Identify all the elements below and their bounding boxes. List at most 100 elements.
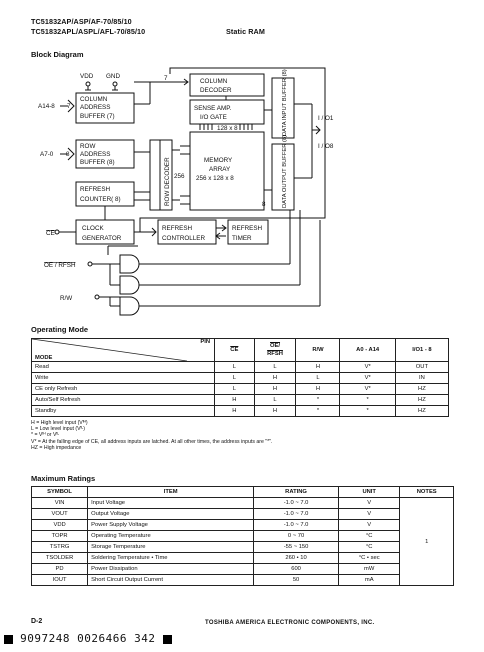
rating-cell: -1.0 ~ 7.0 [253,497,340,509]
io-cell: OUT [394,361,450,373]
bus-8-row: 8 [66,151,70,158]
symbol-cell: VDD [30,519,89,531]
operating-mode-title: Operating Mode [31,325,89,334]
bus-7-top: 7 [164,75,168,82]
rating-cell: -1.0 ~ 7.0 [253,519,340,531]
item-cell: Output Voltage [87,508,255,520]
refresh-timer-line-1: REFRESH [232,225,263,232]
note-l: L = Low level input (Vᴵᴸ) [31,426,85,433]
operating-mode-notes: H = High level input (Vᴵᴴ) L = Low level… [31,420,461,451]
table-row: Standby H H * * HZ [30,405,450,417]
rw-label: R/W [60,295,72,302]
a7-0-label: A7-0 [40,151,54,158]
item-cell: Storage Temperature [87,541,255,553]
row-decoder-label: ROW DECODER [164,157,171,206]
col-ce: CE [214,338,255,362]
item-cell: Input Voltage [87,497,255,509]
col-addr-line-2: ADDRESS [80,104,110,111]
mode-pin-corner: PIN MODE [30,338,216,362]
table-row: PD Power Dissipation 600 mW [30,563,454,575]
block-diagram-title: Block Diagram [31,50,84,59]
symbol-cell: VIN [30,497,89,509]
barcode-block-right [162,634,172,644]
addr-cell: V* [339,372,396,384]
io-cell: IN [394,372,450,384]
io-cell: HZ [394,383,450,395]
rw-cell: * [295,405,341,417]
item-cell: Operating Temperature [87,530,255,542]
ce-label: CE [46,230,55,237]
addr-cell: V* [339,383,396,395]
io8-label: I / O8 [318,143,334,150]
rw-cell: * [295,394,341,406]
row-addr-line-2: ADDRESS [80,151,110,158]
table-row: Read L L H V* OUT [30,361,450,373]
symbol-cell: TOPR [30,530,89,542]
io-cell: HZ [394,405,450,417]
row-addr-line-3: BUFFER (8) [80,159,115,166]
table-row: Auto/Self Refresh H L * * HZ [30,394,450,406]
note-h: H = High level input (Vᴵᴴ) [31,420,88,426]
table-row: CE only Refresh L H H V* HZ [30,383,450,395]
col-decoder-line-2: DECODER [200,87,232,94]
symbol-cell: VOUT [30,508,89,520]
memory-line-2: ARRAY [209,166,231,173]
unit-cell: °C • sec [338,552,401,564]
rw-cell: H [295,383,341,395]
operating-mode-table: PIN MODE CE OE/ RFSH R/W A0 - A14 I/O1 -… [30,338,450,417]
corner-mode: MODE [35,355,53,361]
barcode-block-left [4,634,13,644]
unit-cell: °C [338,541,401,553]
note-hz: HZ = High impedance [31,444,82,451]
hdr-unit: UNIT [338,486,401,498]
table-row: VIN Input Voltage -1.0 ~ 7.0 V 1 [30,497,454,586]
depth-256: 256 [174,173,185,180]
clock-gen-line-2: GENERATOR [82,235,122,242]
page-number: D-2 [31,618,43,625]
symbol-cell: TSTRG [30,541,89,553]
a14-8-label: A14-8 [38,103,55,110]
width-128x8: 128 x 8 [217,125,238,132]
addr-cell: V* [339,361,396,373]
refresh-ctrl-line-1: REFRESH [162,225,193,232]
max-ratings-title: Maximum Ratings [31,474,96,483]
mode-cell: Auto/Self Refresh [30,394,216,406]
part-number-line-2: TC51832APL/ASPL/AFL-70/85/10 [31,27,146,36]
unit-cell: mW [338,563,401,575]
ce-cell: L [214,383,255,395]
table-row: VOUT Output Voltage -1.0 ~ 7.0 V [30,508,454,520]
rating-cell: -1.0 ~ 7.0 [253,508,340,520]
hdr-symbol: SYMBOL [30,486,89,498]
row-addr-line-1: ROW [80,143,95,150]
oe-cell: H [253,372,297,384]
rating-cell: 260 • 10 [253,552,340,564]
refresh-timer-line-2: TIMER [232,235,252,242]
company-name: TOSHIBA AMERICA ELECTRONIC COMPONENTS, I… [205,620,375,626]
gnd-label: GND [106,73,120,80]
table-row: TSOLDER Soldering Temperature • Time 260… [30,552,454,564]
rating-cell: -55 ~ 150 [253,541,340,553]
mode-cell: Standby [30,405,216,417]
ce-cell: H [214,405,255,417]
table-row: IOUT Short Circuit Output Current 50 mA [30,574,454,586]
item-cell: Power Supply Voltage [87,519,255,531]
item-cell: Power Dissipation [87,563,255,575]
rw-cell: H [295,361,341,373]
symbol-cell: PD [30,563,89,575]
col-address: A0 - A14 [339,338,396,362]
part-number-line-1: TC51832AP/ASP/AF-70/85/10 [31,17,132,26]
clock-gen-line-1: CLOCK [82,225,104,232]
bus-7-col: 7 [67,103,71,110]
unit-cell: mA [338,574,401,586]
hdr-rating: RATING [253,486,340,498]
oe-cell: L [253,361,297,373]
item-cell: Short Circuit Output Current [87,574,255,586]
col-oe: OE/ [270,343,281,349]
note-v-star: V* = At the falling edge of CE, all addr… [31,438,273,445]
max-ratings-table: SYMBOL ITEM RATING UNIT NOTES VIN Input … [30,486,454,586]
mode-cell: Read [30,361,216,373]
col-addr-line-1: COLUMN [80,96,108,103]
ce-cell: L [214,372,255,384]
table-row: Write L H L V* IN [30,372,450,384]
unit-cell: V [338,497,401,509]
